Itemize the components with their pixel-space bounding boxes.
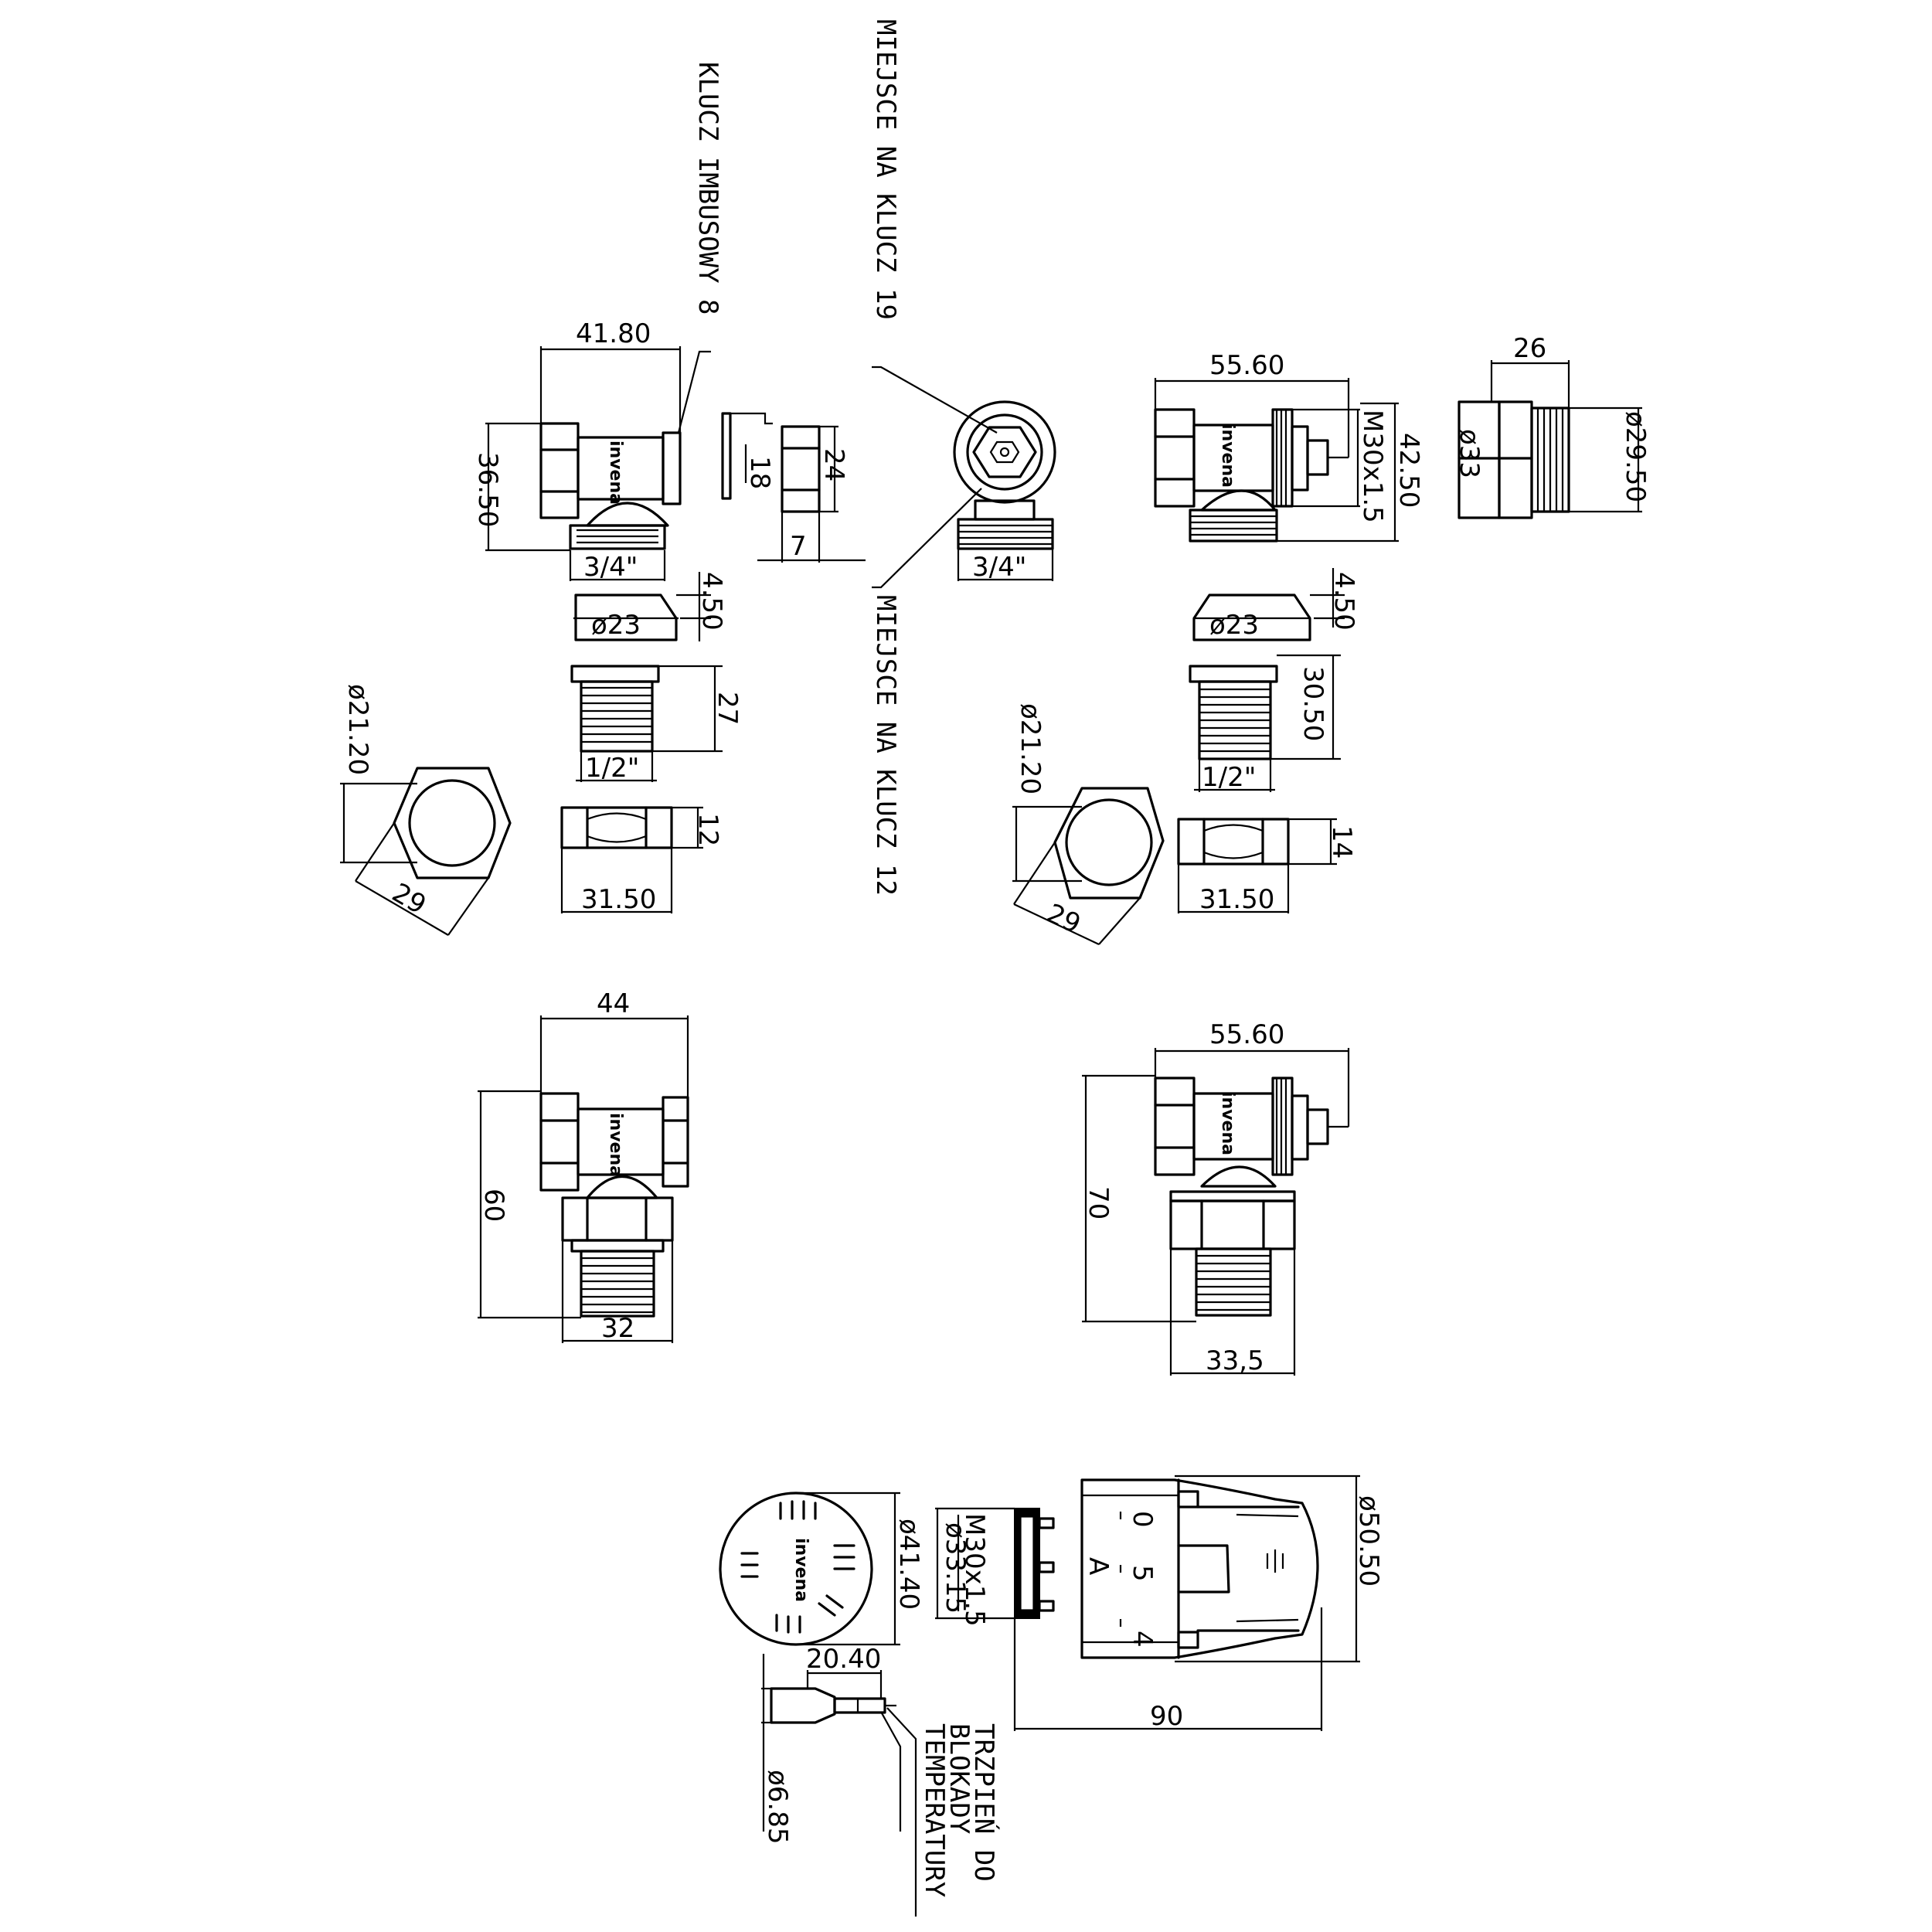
assembled-valve-right: invena [1154,1077,1349,1317]
dial-mark-0: 0 [1127,1511,1158,1528]
note-trzpien-1: TRZPIEŃ DO [968,1723,1000,1882]
dim-label: ø23 [1209,610,1259,641]
dim-label: 4.50 [1328,572,1359,631]
svg-text:invena: invena [1218,1091,1237,1155]
dim-label: 32 [601,1313,634,1344]
dim-label: ø29.50 [1620,411,1651,502]
note-klucz-12: MIEJSCE NA KLUCZ 12 [870,595,901,896]
dim-label: 27 [712,692,743,725]
svg-text:invena: invena [1218,423,1237,488]
dimension-60: 60 [478,1090,581,1319]
dial-mark-4: 4 [1127,1631,1158,1648]
dimension-70: 70 [1082,1074,1196,1323]
dim-label: ø6.85 [762,1770,793,1845]
dim-label: 41.80 [576,318,651,349]
dim-label: ø21.20 [342,684,373,775]
dim-label: 7 [790,531,807,562]
thermostat-head-side-view: 0 5 4 A [1014,1478,1319,1659]
dim-label: 42.50 [1393,433,1424,508]
threaded-nipple-right: 30.50 1/2" [1189,654,1341,793]
dim-label: M30x1.5 [959,1513,990,1627]
dim-label: ø23 [591,610,641,641]
angle-valve-left-view: invena [539,422,682,550]
dim-label: ø33 [1454,429,1485,478]
leader-klucz-imbusowy: KLUCZ IMBUSOWY 8 [677,62,723,434]
brand-logo: invena [791,1538,811,1602]
dimension-36-50: 36.50 [472,422,570,552]
dim-label: 31.50 [581,884,656,915]
dim-label: 1/2" [585,753,639,784]
dim-label: 36.50 [472,452,503,527]
dim-label: ø41.40 [893,1519,924,1610]
leader-klucz-19: MIEJSCE NA KLUCZ 19 [870,19,998,434]
hex-nut-24: 24 7 [757,425,866,563]
nut-side-left: 12 31.50 [560,806,723,915]
valve-top-view-center: 3/4" [953,400,1056,583]
dim-label: 18 [744,456,775,489]
hex-key-part: 18 [721,412,775,500]
dim-label: 20.40 [806,1644,881,1675]
assembled-valve-left: invena [539,1092,689,1318]
dimension-90: 90 [1013,1607,1323,1732]
dimension-55-60-a: 55.60 [1154,350,1350,457]
temperature-lock-pin: 20.40 ø6.85 TRZPIEŃ DO BLOKADY TEMPERATU… [761,1644,1000,1917]
svg-text:invena: invena [606,440,625,505]
note-trzpien-3: TEMPERATURY [919,1723,950,1897]
dial-mark-5: 5 [1127,1565,1158,1582]
dim-label: 70 [1083,1186,1114,1219]
angle-valve-right-view: invena [1154,408,1349,543]
dimension-m30-d33-15: M30x1.5 ø33.15 [935,1507,1015,1627]
note-klucz-imbusowy: KLUCZ IMBUSOWY 8 [692,62,723,315]
dim-label: 29 [387,877,431,920]
dimension-thread-3-4-a: 3/4" [569,550,666,583]
dimension-d50-50: ø50.50 [1175,1475,1384,1663]
cap-d23-right: ø23 4.50 [1192,568,1359,641]
dimension-33-5: 33,5 [1169,1249,1296,1376]
dimension-44: 44 [539,988,689,1097]
dim-label: 44 [597,988,630,1019]
dim-label: 3/4" [583,552,638,583]
dim-label: M30x1.5 [1357,410,1388,523]
note-klucz-19: MIEJSCE NA KLUCZ 19 [870,19,901,320]
dim-label: ø50.50 [1353,1495,1384,1587]
note-trzpien-2: BLOKADY [944,1723,975,1834]
thermostat-head-top-view: invena ø41.40 [719,1492,924,1646]
dim-label: 3/4" [972,552,1026,583]
dim-label: 14 [1326,825,1357,859]
nut-side-right: 14 31.50 [1177,818,1357,915]
dim-label: 29 [1042,898,1085,940]
dim-label: ø21.20 [1015,703,1046,794]
dim-label: 55.60 [1209,1019,1284,1050]
dim-label: 55.60 [1209,350,1284,381]
dim-label: 60 [478,1189,509,1222]
dimension-32: 32 [561,1240,674,1344]
dim-label: 12 [692,813,723,846]
dimension-m30-42-50: M30x1.5 42.50 [1277,402,1424,543]
dim-label: ø33.15 [940,1522,971,1614]
cap-d33: 26 ø33 ø29.50 [1454,333,1651,519]
dim-label: 30.50 [1298,666,1328,741]
dim-label: 4.50 [696,572,727,631]
leader-klucz-12: MIEJSCE NA KLUCZ 12 [870,488,982,896]
hex-nut-front-left: ø21.20 29 [340,684,512,936]
dial-mark-a: A [1083,1557,1114,1575]
dim-label: 31.50 [1199,884,1274,915]
dimension-41-80: 41.80 [539,318,682,433]
cap-d23-left: ø23 4.50 [573,572,727,641]
dim-label: 26 [1513,333,1546,364]
svg-text:invena: invena [606,1113,625,1177]
dim-label: 1/2" [1202,762,1256,793]
dim-label: 90 [1150,1701,1183,1732]
hex-nut-front-right: ø21.20 29 [1012,703,1165,945]
dim-label: 24 [818,448,849,481]
dimension-55-60-b: 55.60 [1154,1019,1350,1127]
threaded-nipple-left: 27 1/2" [570,665,743,784]
dim-label: 33,5 [1206,1345,1264,1376]
